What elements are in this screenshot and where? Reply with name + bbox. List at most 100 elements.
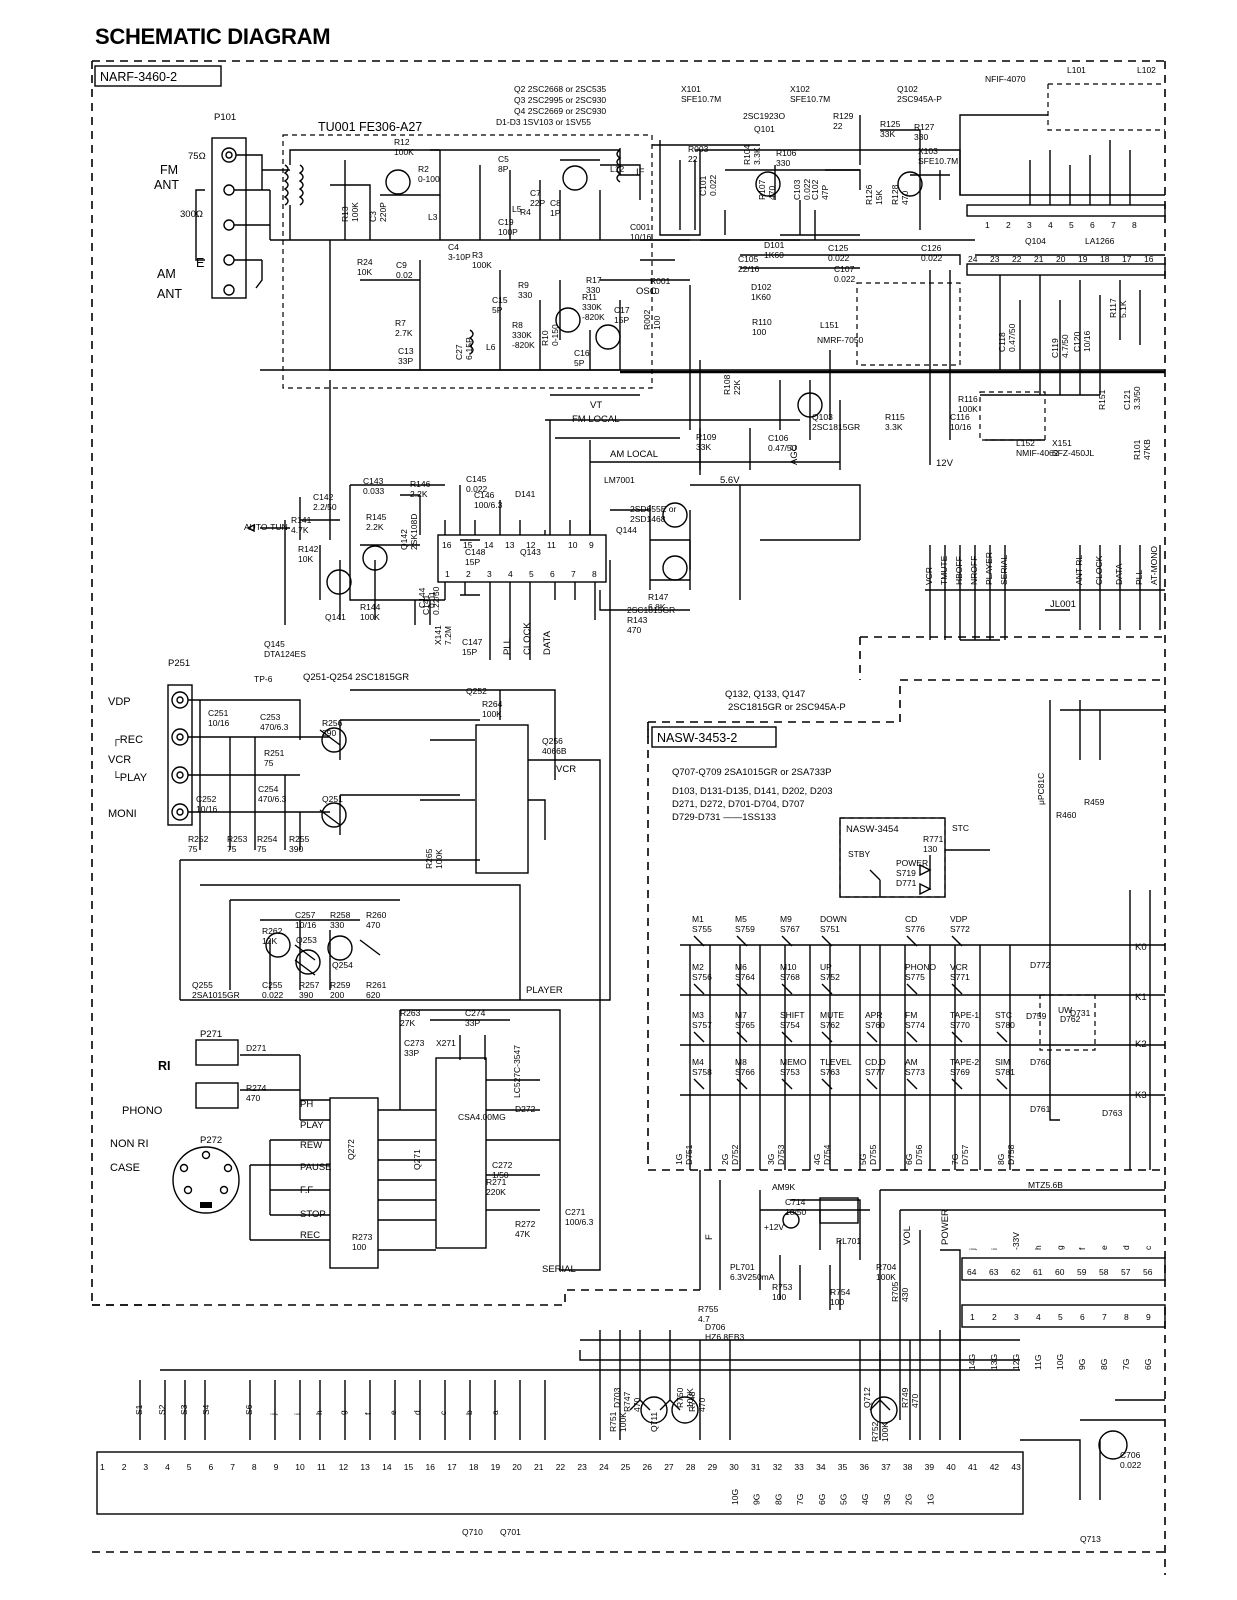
fip-pin-37: 37 xyxy=(881,1462,891,1472)
grid-diode-d756: 6GD756 xyxy=(904,1144,924,1165)
component-c101: C1010.022 xyxy=(698,174,718,196)
lm7001-pin-1: 1 xyxy=(445,569,450,579)
lm7001-pin-13: 13 xyxy=(505,540,515,550)
component-r151: R151 xyxy=(1097,389,1107,410)
signal-vol: VOL xyxy=(902,1226,913,1245)
fip-pin-34: 34 xyxy=(816,1462,826,1472)
p101-300ohm: 300Ω xyxy=(180,209,203,220)
component-l3: L3 xyxy=(428,212,438,222)
ic-grid-12g: 12G xyxy=(1011,1354,1021,1370)
component-r751: R751100K xyxy=(608,1411,628,1432)
component-nfif-4070: NFIF-4070 xyxy=(985,74,1026,84)
component-d772: D772 xyxy=(1030,960,1051,970)
lm7001-pin-15: 15 xyxy=(463,540,473,550)
component-lm7001: LM7001 xyxy=(604,475,635,485)
component-d141: D141 xyxy=(515,489,536,499)
ic-grid-8g: 8G xyxy=(1099,1359,1109,1370)
component-r749: R749470 xyxy=(900,1387,920,1408)
ic-seg-e: e xyxy=(1099,1245,1109,1250)
fip-pin-32: 32 xyxy=(773,1462,783,1472)
fip-seg-d: d xyxy=(412,1410,422,1415)
component-q142: Q1422SK108D xyxy=(399,514,419,550)
ic-pin-59: 59 xyxy=(1077,1267,1087,1277)
note-nasw-a: Q707-Q709 2SA1015GR or 2SA733P xyxy=(672,767,832,778)
component-r117: R1175.1K xyxy=(1108,298,1128,318)
component-x271: X271 xyxy=(436,1038,456,1048)
p271-non-ri: NON RI xyxy=(110,1138,149,1150)
fip-pin-33: 33 xyxy=(794,1462,804,1472)
component-d761: D761 xyxy=(1030,1104,1051,1114)
fip-pin-8: 8 xyxy=(252,1462,257,1472)
grid-diode-d755: 5GD755 xyxy=(858,1144,878,1165)
signal-am-local: AM LOCAL xyxy=(610,449,658,460)
signal-12v: 12V xyxy=(936,458,954,469)
ic-pin-57: 57 xyxy=(1121,1267,1131,1277)
board-narf-label: NARF-3460-2 xyxy=(100,70,177,84)
ic-pin-58: 58 xyxy=(1099,1267,1109,1277)
la1266-pin-7: 7 xyxy=(1111,220,1116,230)
switch-contact xyxy=(736,935,748,947)
lm7001-pin-14: 14 xyxy=(484,540,494,550)
switch-contact xyxy=(951,983,963,995)
ic-seg-i: i xyxy=(989,1248,999,1250)
component-c27: C276-15P xyxy=(454,337,474,360)
component-l5: L5 xyxy=(512,204,522,214)
fip-pin-27: 27 xyxy=(664,1462,674,1472)
component-d760: D760 xyxy=(1030,1057,1051,1067)
component-q701: Q701 xyxy=(500,1527,521,1537)
component-r459: R459 xyxy=(1084,797,1105,807)
fip-grid-7g: 7G xyxy=(795,1494,805,1505)
component-c118: C1180.47/50 xyxy=(997,323,1017,352)
la1266-pin-8: 8 xyxy=(1132,220,1137,230)
ic-pin-56: 56 xyxy=(1143,1267,1153,1277)
p251-moni: MONI xyxy=(108,808,137,820)
fip-pin-3: 3 xyxy=(143,1462,148,1472)
component-r10: R100-150 xyxy=(540,324,560,346)
p251-vcr: VCR xyxy=(108,754,131,766)
fip-pin-25: 25 xyxy=(621,1462,631,1472)
switch-contact xyxy=(693,935,705,947)
lm7001-pin-4: 4 xyxy=(508,569,513,579)
switch-contact xyxy=(693,1078,705,1090)
ic-pin-61: 61 xyxy=(1033,1267,1043,1277)
component-c102: C10247P xyxy=(810,179,830,200)
signal-f: F xyxy=(704,1234,715,1240)
fip-seg-b: b xyxy=(464,1410,474,1415)
fip-seg-s2: S2 xyxy=(157,1404,167,1415)
